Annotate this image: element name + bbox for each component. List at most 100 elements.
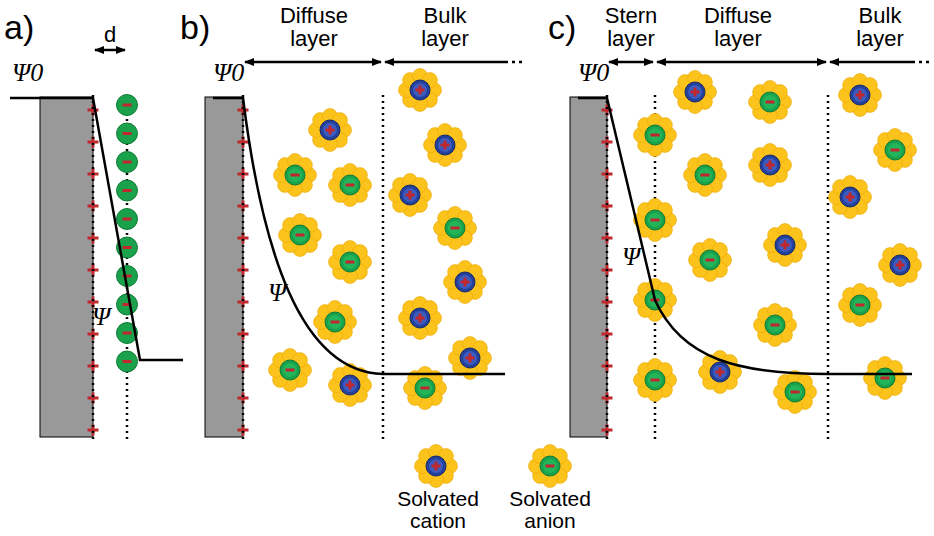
- solvated-cation: [829, 176, 872, 219]
- boundary-line: [827, 95, 830, 440]
- solvated-anion: [434, 207, 477, 250]
- charge-sign: [346, 261, 355, 264]
- ion-shade: [418, 381, 432, 395]
- charge-sign: [784, 241, 787, 250]
- cation-core: [850, 85, 870, 105]
- solvated-cation: [399, 297, 442, 340]
- charge-sign: [286, 369, 295, 372]
- electrode: [570, 97, 607, 437]
- solvated-anion: [864, 357, 907, 400]
- solvated-anion: [269, 349, 312, 392]
- solvated-cation: [399, 69, 442, 112]
- cation-core: [410, 308, 430, 328]
- potential-curve: [578, 98, 912, 374]
- potential-symbol: Ψ: [622, 244, 640, 270]
- layer-span-arrow: [912, 61, 932, 64]
- cation-core: [320, 120, 340, 140]
- solvated-anion: [839, 284, 882, 327]
- ion-shade: [763, 95, 777, 109]
- ion-shade: [648, 213, 662, 227]
- ion-shade: [323, 123, 337, 137]
- ion-shade: [293, 228, 307, 242]
- ion-shade: [413, 83, 427, 97]
- cation-core: [410, 80, 430, 100]
- anion-core: [325, 312, 345, 332]
- charge-sign: [464, 278, 467, 287]
- charge-sign: [546, 465, 555, 468]
- solvated-cation: [444, 261, 487, 304]
- anion-core: [885, 140, 905, 160]
- solvated-anion: [774, 371, 817, 414]
- potential-symbol: Ψ0: [213, 60, 244, 86]
- legend-text: Solvated cation: [396, 488, 480, 532]
- charge-sign: [421, 387, 430, 390]
- anion-core: [445, 218, 465, 238]
- charge-sign: [701, 174, 710, 177]
- charge-sign: [469, 354, 472, 363]
- layer-label: Stern layer: [600, 4, 662, 50]
- charge-sign: [296, 234, 305, 237]
- solvated-cation: [329, 364, 372, 407]
- solvated-anion: [634, 114, 677, 157]
- cation-core: [685, 82, 705, 102]
- cation-core: [890, 255, 910, 275]
- ion-shade: [768, 318, 782, 332]
- ion-shade: [788, 385, 802, 399]
- ion-shade: [283, 363, 297, 377]
- ion-shade: [448, 221, 462, 235]
- charge-sign: [123, 161, 132, 164]
- ion-shade: [458, 275, 472, 289]
- charge-sign: [435, 462, 438, 471]
- anion-core: [340, 175, 360, 195]
- solvated-anion: [634, 359, 677, 402]
- solvated-cation: [879, 244, 922, 287]
- solvated-cation: [309, 109, 352, 152]
- charge-sign: [123, 332, 132, 335]
- legend-text: Solvated anion: [508, 488, 592, 532]
- cation-core: [775, 235, 795, 255]
- ion-shade: [698, 168, 712, 182]
- dimension-label: d: [104, 24, 116, 46]
- solvated-anion: [329, 164, 372, 207]
- anion-core: [290, 225, 310, 245]
- potential-curve: [213, 98, 505, 374]
- solvated-anion: [274, 154, 317, 197]
- charge-sign: [651, 134, 660, 137]
- layer-span-arrow: [657, 61, 826, 64]
- anion-core: [700, 250, 720, 270]
- charge-sign: [881, 377, 890, 380]
- electrode: [40, 97, 93, 437]
- solvated-anion: [529, 445, 572, 488]
- charge-sign: [123, 132, 132, 135]
- ion-shade: [853, 88, 867, 102]
- ion-shade: [343, 378, 357, 392]
- panel-label: a): [4, 10, 34, 44]
- charge-sign: [123, 360, 132, 363]
- charge-sign: [766, 101, 775, 104]
- solvated-anion: [684, 154, 727, 197]
- charge-sign: [769, 161, 772, 170]
- boundary-line: [606, 95, 609, 440]
- charge-sign: [123, 218, 132, 221]
- cation-core: [460, 348, 480, 368]
- charge-sign: [849, 193, 852, 202]
- ion-shade: [438, 138, 452, 152]
- solvated-anion: [314, 301, 357, 344]
- adsorbed-anion: [117, 209, 138, 230]
- anion-core: [540, 456, 560, 476]
- ion-shade: [543, 459, 557, 473]
- anion-core: [760, 92, 780, 112]
- anion-core: [415, 378, 435, 398]
- charge-sign: [451, 227, 460, 230]
- layer-span-arrow: [245, 61, 381, 64]
- potential-symbol: Ψ: [268, 280, 286, 306]
- charge-sign: [891, 149, 900, 152]
- solvated-cation: [389, 174, 432, 217]
- boundary-line: [92, 95, 95, 440]
- ion-shade: [648, 373, 662, 387]
- solvated-anion: [329, 241, 372, 284]
- cation-core: [340, 375, 360, 395]
- ion-shade: [893, 258, 907, 272]
- electrode: [205, 97, 243, 437]
- adsorbed-anion: [117, 152, 138, 173]
